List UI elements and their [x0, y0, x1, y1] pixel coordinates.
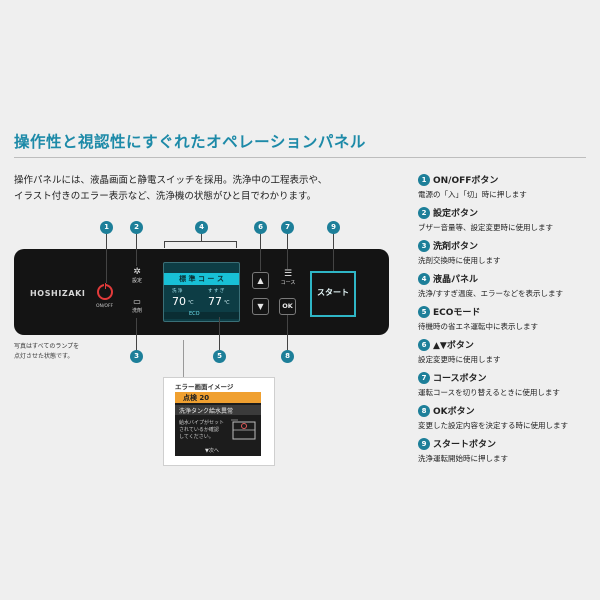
- legend-desc-1: 電源の「入」「切」時に押します: [418, 190, 527, 199]
- legend-title-8: OKボタン: [433, 407, 475, 417]
- legend-title-6: ▲▼ボタン: [433, 341, 474, 351]
- legend-num-3: 3: [418, 240, 430, 252]
- machine-illustration: [231, 419, 256, 440]
- error-instruction-2: されているか確認: [179, 427, 219, 433]
- error-code: 点検 20: [183, 394, 210, 402]
- callout-3: 3: [130, 350, 143, 363]
- lcd-mode-bar: [164, 273, 239, 285]
- lcd-wash-unit: ℃: [188, 300, 194, 306]
- callout-8: 8: [281, 350, 294, 363]
- callout-2: 2: [130, 221, 143, 234]
- error-screen-title: エラー画面イメージ: [175, 383, 234, 391]
- leader-line-4: [201, 233, 202, 242]
- lcd-rinse-label: す す ぎ: [208, 289, 225, 294]
- lcd-eco-indicator: ECO: [189, 311, 200, 317]
- legend-desc-8: 変更した設定内容を決定する時に使用します: [418, 421, 568, 430]
- lcd-wash-label: 洗 浄: [172, 289, 183, 294]
- lcd-rinse-temp: 77: [208, 295, 222, 308]
- legend-title-3: 洗剤ボタン: [433, 242, 479, 252]
- callout-1: 1: [100, 221, 113, 234]
- course-label: コース: [280, 280, 296, 286]
- legend-title-7: コースボタン: [433, 374, 487, 384]
- legend-desc-2: ブザー音量等、設定変更時に使用します: [418, 223, 553, 232]
- ok-button[interactable]: OK: [279, 298, 296, 315]
- legend-desc-7: 運転コースを切り替えるときに使用します: [418, 388, 560, 397]
- legend-desc-3: 洗剤交換時に使用します: [418, 256, 501, 265]
- legend-title-1: ON/OFFボタン: [433, 176, 499, 186]
- brand-logo: HOSHIZAKI: [30, 289, 86, 298]
- callout-9: 9: [327, 221, 340, 234]
- triangle-down-icon: ▼: [257, 302, 264, 311]
- settings-label: 設定: [131, 278, 142, 284]
- leader-line-8: [287, 315, 288, 351]
- callout-6: 6: [254, 221, 267, 234]
- legend-title-9: スタートボタン: [433, 440, 497, 450]
- detergent-label: 洗剤: [131, 308, 142, 314]
- legend-title-4: 液晶パネル: [433, 275, 479, 285]
- legend-desc-4: 洗浄/すすぎ温度、エラーなどを表示します: [418, 289, 564, 298]
- lcd-bracket: [164, 241, 237, 248]
- lcd-wash-temp: 70: [172, 295, 186, 308]
- lcd-screen: 標 準 コ ー ス 洗 浄 す す ぎ 70 ℃ 77 ℃ ECO: [163, 262, 240, 322]
- lcd-status-bar: [164, 312, 239, 319]
- leader-line-3: [136, 318, 137, 351]
- course-button[interactable]: ☰ コース: [278, 269, 298, 286]
- down-button[interactable]: ▼: [252, 298, 269, 315]
- leader-line-1: [106, 233, 107, 283]
- legend-num-5: 5: [418, 306, 430, 318]
- detergent-button[interactable]: ▭ 洗剤: [126, 297, 148, 314]
- callout-5: 5: [213, 350, 226, 363]
- legend-num-8: 8: [418, 405, 430, 417]
- error-instruction-1: 給水バイプがセット: [179, 420, 225, 426]
- legend-num-1: 1: [418, 174, 430, 186]
- settings-button[interactable]: ✲ 設定: [126, 267, 148, 284]
- leader-line-5: [219, 317, 220, 351]
- lcd-mode-text: 標 準 コ ー ス: [179, 275, 224, 283]
- callout-4: 4: [195, 221, 208, 234]
- detergent-icon: ▭: [133, 297, 141, 306]
- power-icon: [104, 283, 106, 289]
- triangle-up-icon: ▲: [257, 276, 264, 285]
- legend-num-4: 4: [418, 273, 430, 285]
- lcd-rinse-unit: ℃: [224, 300, 230, 306]
- leader-line-2: [136, 233, 137, 266]
- legend-num-2: 2: [418, 207, 430, 219]
- error-instruction-3: してください。: [179, 434, 214, 440]
- error-code-bar: [175, 392, 261, 403]
- error-message-bar: [175, 405, 261, 415]
- title-divider: [14, 157, 586, 158]
- legend-num-7: 7: [418, 372, 430, 384]
- error-screen: 点検 20 洗浄タンク給水異常 給水バイプがセット されているか確認 してくださ…: [175, 392, 261, 456]
- leader-line-9: [333, 233, 334, 271]
- error-message: 洗浄タンク給水異常: [179, 408, 234, 415]
- ok-label: OK: [282, 302, 293, 310]
- legend-desc-5: 待機時の省エネ運転中に表示します: [418, 322, 538, 331]
- page-title: 操作性と視認性にすぐれたオペレーションパネル: [14, 133, 366, 151]
- menu-icon: ☰: [283, 269, 293, 279]
- description-line-1: 操作パネルには、液晶画面と静電スイッチを採用。洗浄中の工程表示や、: [14, 175, 328, 186]
- legend-title-2: 設定ボタン: [433, 209, 479, 219]
- error-next: ▼次へ: [205, 448, 219, 454]
- description-line-2: イラスト付きのエラー表示など、洗浄機の状態がひと目でわかります。: [14, 191, 317, 202]
- callout-7: 7: [281, 221, 294, 234]
- gear-icon: ✲: [133, 267, 141, 277]
- leader-line-6: [260, 233, 261, 271]
- leader-line-7: [287, 233, 288, 269]
- photo-note-line-1: 写真はすべてのランプを: [14, 343, 80, 350]
- legend-desc-9: 洗浄運転開始時に押します: [418, 454, 508, 463]
- up-button[interactable]: ▲: [252, 272, 269, 289]
- legend-desc-6: 設定変更時に使用します: [418, 355, 501, 364]
- legend-num-9: 9: [418, 438, 430, 450]
- onoff-label: ON/OFF: [96, 304, 114, 309]
- legend-num-6: 6: [418, 339, 430, 351]
- start-button[interactable]: [310, 271, 356, 317]
- photo-note-line-2: 点灯させた状態です。: [14, 353, 74, 360]
- start-label: スタート: [317, 288, 349, 297]
- error-callout-line: [183, 340, 184, 377]
- legend-title-5: ECOモード: [433, 308, 481, 318]
